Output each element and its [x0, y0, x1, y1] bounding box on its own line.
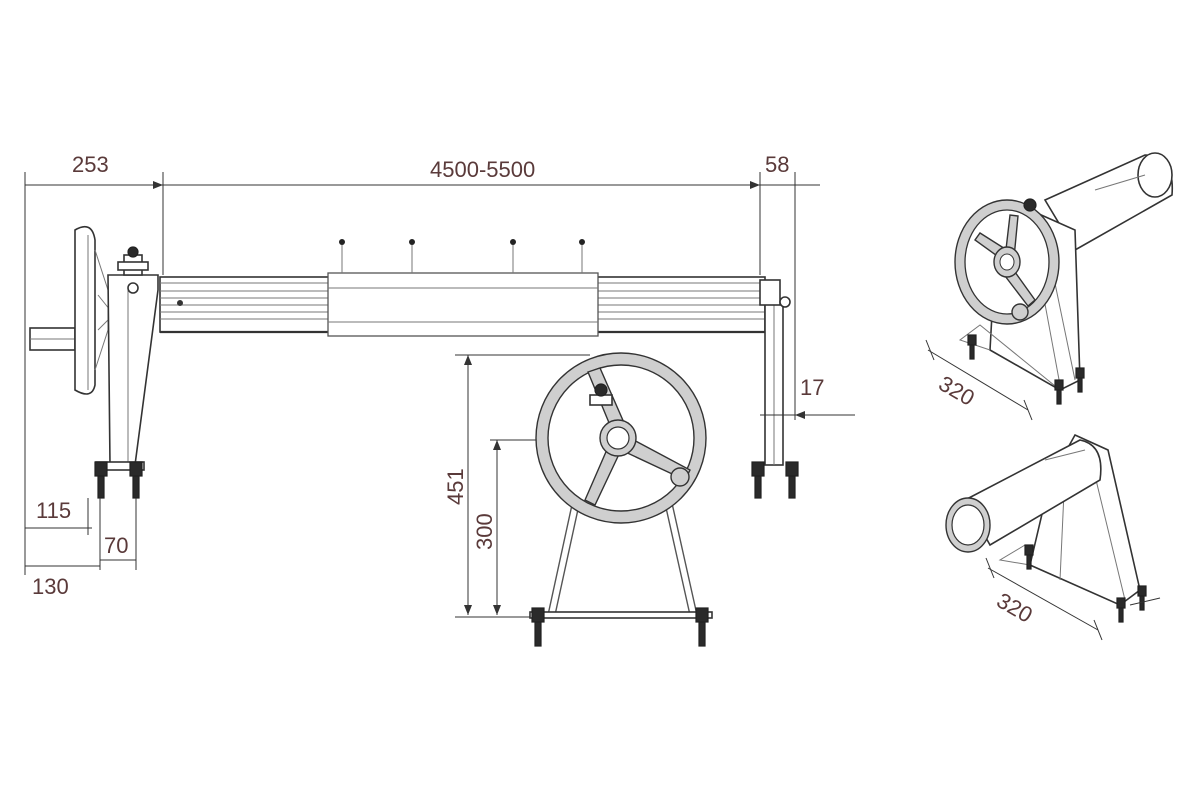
iso-view-bottom-tube [945, 439, 1102, 553]
dimension-320-bottom: 320 [993, 588, 1037, 628]
roller-tube [159, 272, 766, 337]
dimension-253: 253 [72, 152, 109, 177]
left-handwheel [29, 225, 111, 395]
dimension-300: 300 [472, 513, 497, 550]
side-view-handwheel [535, 352, 707, 524]
tube-markers [339, 239, 585, 273]
right-dimension-lines [760, 184, 855, 430]
dimension-58: 58 [765, 152, 789, 177]
dimension-17: 17 [800, 375, 824, 400]
dimension-4500-5500: 4500-5500 [430, 157, 535, 182]
dimension-70: 70 [104, 533, 128, 558]
dimension-115: 115 [36, 498, 71, 523]
iso-view-top-bolts [967, 334, 1085, 405]
iso-view-top-tube [1043, 152, 1174, 252]
iso-view-bottom-bolts [1024, 544, 1147, 623]
iso-view-bottom-dimension [985, 557, 1161, 641]
left-stand [95, 246, 159, 471]
dimension-130: 130 [32, 574, 69, 599]
right-stand [751, 279, 799, 499]
iso-view-top-handwheel [954, 198, 1060, 325]
iso-view-top-dimension [925, 339, 1033, 421]
top-dimension-lines [24, 172, 820, 575]
left-bottom-dimension-lines [25, 498, 137, 570]
dimension-451: 451 [443, 468, 468, 505]
